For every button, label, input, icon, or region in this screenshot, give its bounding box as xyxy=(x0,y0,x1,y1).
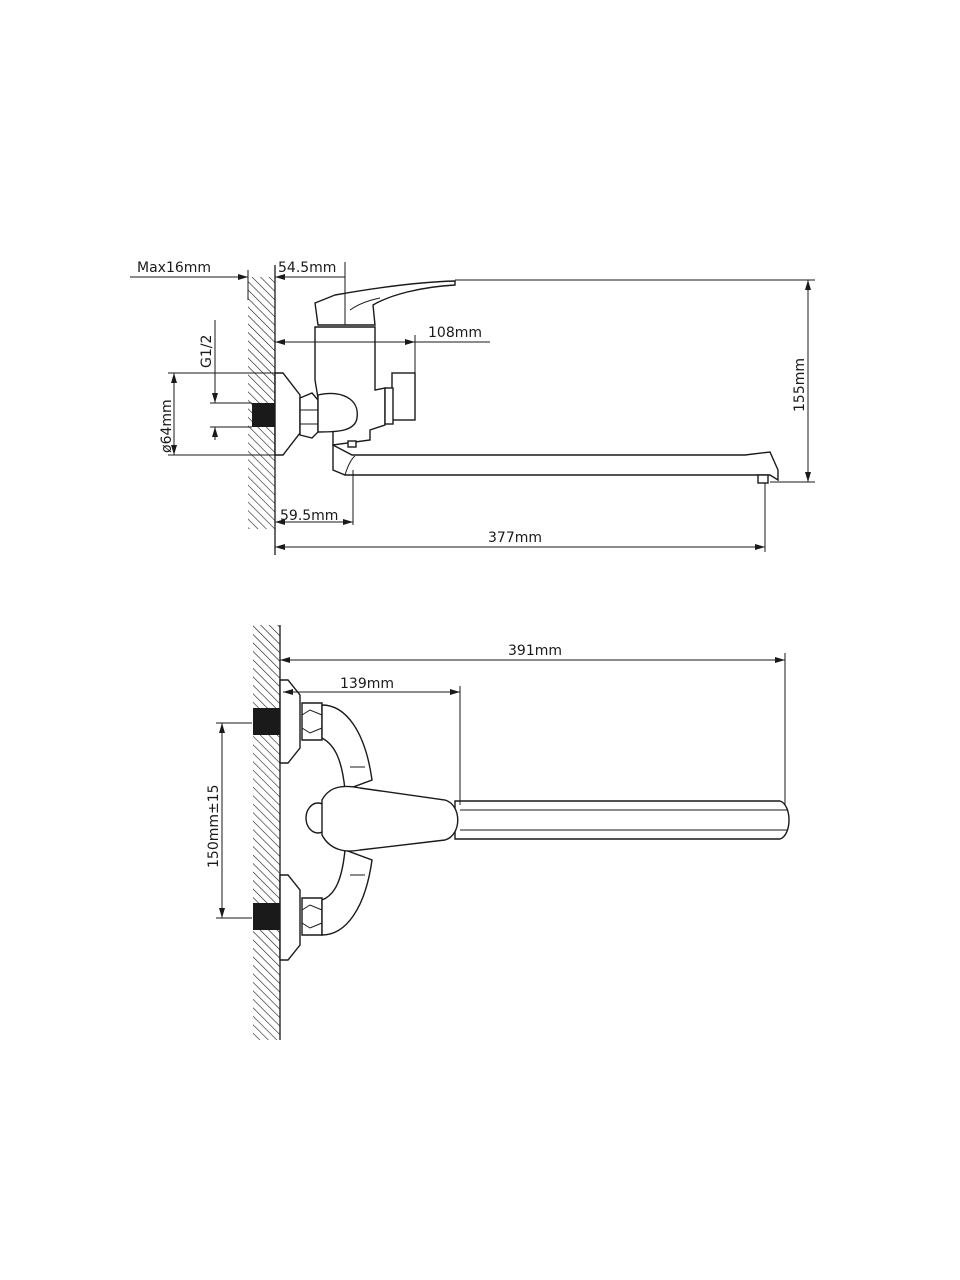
lever-handle xyxy=(321,785,459,852)
dim-body-depth: 108mm xyxy=(428,325,482,341)
wall-hatch xyxy=(253,625,280,1040)
inlet-pipe xyxy=(252,403,275,427)
dim-spout-reach: 377mm xyxy=(488,530,542,546)
spout xyxy=(454,800,790,840)
inlet-pipe-lower xyxy=(253,903,280,930)
spout xyxy=(332,443,779,482)
dim-thread: G1/2 xyxy=(199,335,215,368)
hex-nut xyxy=(299,392,319,439)
arm-lower xyxy=(321,849,373,936)
hex-nut-lower xyxy=(301,897,323,936)
flange xyxy=(274,372,301,456)
dim-flange-diameter: ø64mm xyxy=(159,399,175,453)
top-view: 391mm 139mm 150mm±15 xyxy=(206,625,790,1040)
dim-lever-reach: 139mm xyxy=(340,676,394,692)
dim-handle-offset: 54.5mm xyxy=(278,260,336,276)
hex-nut-upper xyxy=(301,702,323,741)
flange-lower xyxy=(279,874,301,961)
aerator xyxy=(757,474,769,484)
flange-upper xyxy=(279,679,301,764)
arm-upper xyxy=(321,704,373,791)
dim-wall-max: Max16mm xyxy=(137,260,211,276)
side-view: Max16mm 54.5mm 155mm 108mm ø64mm G1/2 59… xyxy=(130,260,815,555)
dim-spout-offset: 59.5mm xyxy=(280,508,338,524)
lever-handle xyxy=(314,280,456,326)
dim-total-reach: 391mm xyxy=(508,643,562,659)
connector xyxy=(317,392,358,433)
inlet-pipe-upper xyxy=(253,708,280,735)
dim-inlet-spacing: 150mm±15 xyxy=(206,784,222,868)
diverter-knob xyxy=(391,372,416,421)
dim-height: 155mm xyxy=(792,358,808,412)
